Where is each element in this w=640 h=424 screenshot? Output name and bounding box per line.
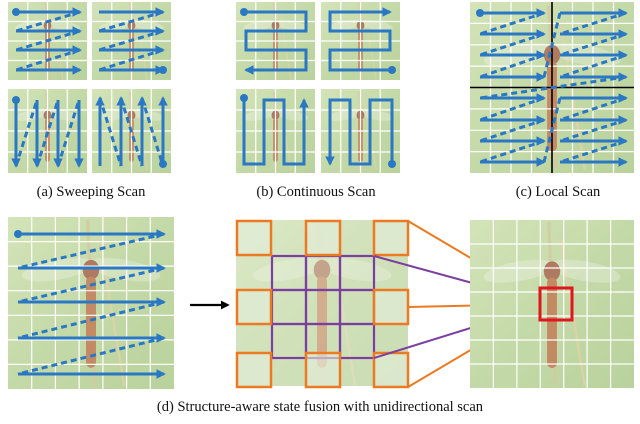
cont-tile-3 bbox=[236, 89, 315, 173]
orange-dilated-boxes bbox=[235, 219, 410, 389]
sweep-tile-1 bbox=[8, 2, 87, 80]
caption-continuous-scan: (b) Continuous Scan bbox=[256, 184, 376, 200]
panel-sweeping-scan bbox=[8, 2, 171, 173]
cont-tile-1 bbox=[236, 2, 315, 80]
caption-state-fusion: (d) Structure-aware state fusion with un… bbox=[156, 399, 484, 415]
cont-tile-4 bbox=[321, 89, 400, 173]
panel-local-scan bbox=[470, 2, 634, 173]
cont-tile-2 bbox=[321, 2, 400, 80]
sweep-tile-2 bbox=[92, 2, 171, 80]
panel-continuous-scan bbox=[236, 2, 400, 173]
sweep-tile-4 bbox=[92, 89, 171, 173]
panel-unidirectional-scan bbox=[8, 217, 174, 389]
panel-fused-output bbox=[470, 220, 634, 388]
panel-state-fusion bbox=[235, 219, 410, 389]
caption-sweeping-scan: (a) Sweeping Scan bbox=[36, 184, 146, 200]
target-cell-red-box bbox=[538, 286, 574, 322]
sweep-tile-3 bbox=[8, 89, 87, 173]
caption-local-scan: (c) Local Scan bbox=[515, 184, 601, 200]
